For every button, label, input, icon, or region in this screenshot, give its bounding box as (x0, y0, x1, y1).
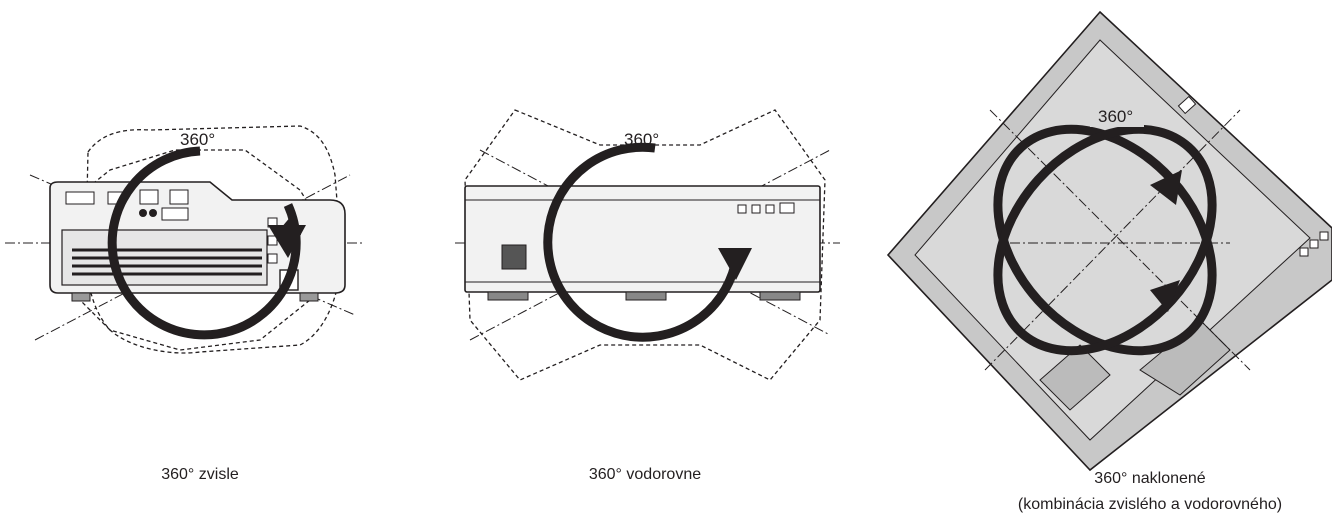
caption-horizontal: 360° vodorovne (588, 466, 702, 483)
axis-diagonal-1 (989, 109, 1251, 371)
arrowhead-tilted-1 (1150, 170, 1182, 205)
rotation-arrow-vertical (107, 146, 301, 340)
caption-vertical: 360° zvisle (161, 466, 239, 483)
panel-vertical: 360° (5, 125, 365, 354)
panel-tilted: 360° (886, 10, 1332, 472)
projector-tilted (886, 10, 1332, 472)
arrowhead-vertical-tip (268, 225, 306, 258)
projector-top-view (464, 185, 821, 301)
arrowhead-tilted-2 (1150, 280, 1180, 312)
rotation-label-horizontal: 360° (624, 130, 659, 149)
caption-tilted-line2: (kombinácia zvislého a vodorovného) (1017, 496, 1283, 513)
rotated-projector-outline (85, 125, 342, 354)
axis-diagonal-1 (479, 149, 831, 336)
panel-horizontal: 360° (455, 109, 840, 381)
axis-diagonal-2 (984, 109, 1241, 371)
rotation-label-tilted: 360° (1098, 107, 1133, 126)
caption-tilted: 360° naklonené (kombinácia zvislého a vo… (1000, 466, 1300, 518)
rotated-projector-outline (464, 109, 826, 381)
rotation-label-vertical: 360° (180, 130, 215, 149)
projector-rear-view (49, 181, 346, 302)
caption-tilted-line1: 360° naklonené (1094, 470, 1206, 487)
arrowhead-horizontal (718, 248, 752, 280)
rotation-arrow-horizontal (543, 142, 740, 342)
